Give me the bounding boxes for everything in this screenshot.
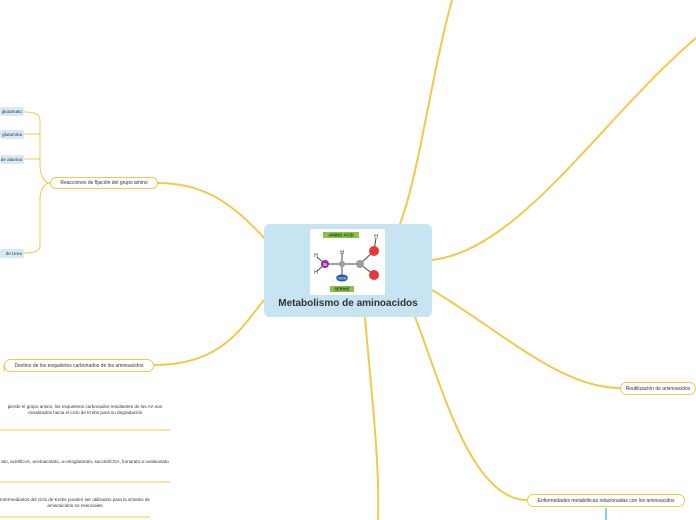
nitrogen-atom	[321, 260, 329, 268]
svg-text:H: H	[314, 270, 318, 276]
connector-fijacion	[157, 182, 265, 239]
destino-child-krebs-degradacion[interactable]: pierde el grupo amino, los esqueletos ca…	[7, 404, 163, 415]
side-chain-group	[336, 274, 348, 282]
connector-destino	[153, 299, 265, 366]
central-title: Metabolismo de aminoacidos	[278, 298, 418, 309]
destino-child-sintesis[interactable]: Intermediarios del ciclo de Krebs pueden…	[0, 497, 150, 508]
molecule-footer-bg	[330, 286, 354, 292]
branch-fijacion-grupo-amino[interactable]: Reacciones de fijación del grupo amino	[50, 177, 158, 189]
child-glutamina[interactable]: glutamina	[0, 130, 24, 139]
molecule-header-bg	[323, 232, 359, 238]
branch-destino-esqueletos[interactable]: Destino de los esqueletos carbonados de …	[4, 359, 154, 372]
svg-text:H: H	[314, 253, 318, 259]
svg-text:N: N	[323, 262, 326, 267]
molecule-footer-label: SERINE	[334, 287, 350, 292]
svg-text:H: H	[374, 234, 378, 240]
oxygen-atom-2	[369, 270, 379, 280]
branch-enfermedades-metabolicas[interactable]: Enfermedades metabólicas relacionadas co…	[527, 494, 685, 507]
connector-enfermedades	[414, 316, 528, 501]
destino-child-intermediarios[interactable]: ato, acetilCoA, acetoacetato, a-cetoglut…	[1, 459, 169, 464]
serine-molecule-image: AMINO ACID N H H H H CH2OH SERINE	[310, 229, 385, 295]
carboxyl-carbon-atom	[356, 260, 364, 268]
connector-top	[399, 0, 453, 225]
child-alanina[interactable]: de alanina	[0, 155, 24, 164]
molecule-header-label: AMINO ACID	[328, 233, 353, 238]
carbon-atom	[338, 260, 346, 268]
svg-text:H: H	[340, 250, 344, 256]
connector-reutilizacion	[431, 289, 621, 389]
oxygen-atom	[369, 246, 379, 256]
connector-right-upper	[431, 37, 696, 261]
child-glutamato[interactable]: glutamato	[0, 107, 24, 116]
branch-reutilizacion[interactable]: Reutilización de aminoacidos	[620, 382, 696, 395]
connector-bottom	[364, 316, 380, 520]
child-urea[interactable]: de Urea	[0, 249, 24, 258]
svg-text:CH2OH: CH2OH	[336, 277, 348, 281]
